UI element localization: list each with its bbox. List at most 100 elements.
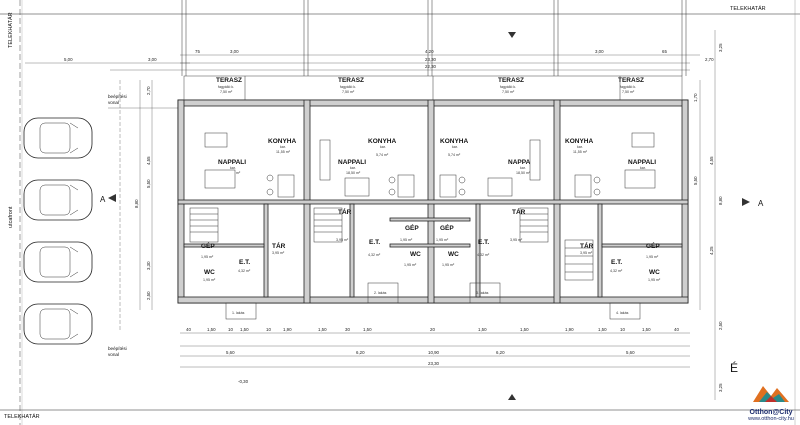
section-arrow-right-icon [742, 198, 750, 206]
tar-4-label: TÁR [580, 241, 594, 250]
logo-name-2: @City [772, 409, 793, 416]
terrace-2: TERASZ fagyálló k. 7,50 m² [338, 77, 364, 94]
gep-4-label: GÉP [646, 241, 660, 250]
dim-bottom-6: 1,90 [283, 327, 292, 332]
living-2-label: NAPPALI [338, 159, 366, 166]
car-2 [23, 179, 93, 221]
living-2-kar: kar. [350, 166, 356, 170]
wc-2-area: 1,95 m² [404, 263, 417, 267]
terrace-3-type: fagyálló k. [500, 85, 516, 89]
kitchen-1-area: 11,55 m² [276, 150, 291, 154]
telekhatar-top-right: TELEKHATÁR [730, 5, 766, 12]
dim-right-v6: 4,25 [709, 246, 714, 255]
terrace-strip [183, 75, 683, 101]
terrace-3-area: 7,50 m² [502, 90, 515, 94]
dim-right-top: 2,70 [705, 57, 714, 62]
dim-left-top-1: 5,00 [64, 57, 73, 62]
terrace-2-area: 7,50 m² [342, 90, 355, 94]
tar-1-area: 3,95 m² [272, 251, 285, 255]
utcafront-label: utcafront [8, 206, 14, 228]
gep-2-area: 1,95 m² [400, 238, 413, 242]
north-label: É [730, 360, 738, 375]
vonal-top: vonal [108, 100, 119, 105]
dim-bottom-15: 10 [620, 327, 625, 332]
dim-bottom-sub: 10,90 [428, 350, 440, 355]
entrances [225, 282, 641, 320]
dim-bottom-total: 23,30 [428, 361, 440, 366]
dim-bottom-17: 40 [674, 327, 679, 332]
gep-1-area: 1,95 m² [201, 255, 214, 259]
et-1-label: E.T. [239, 259, 250, 266]
wc-1-area: 1,95 m² [203, 278, 216, 282]
dim-bottom2-2: 6,20 [356, 350, 365, 355]
et-4-area: 4,32 m² [610, 269, 623, 273]
dim-right-v5: 8,80 [718, 196, 723, 205]
dim-top-total: 23,30 [425, 57, 437, 62]
kitchen-3-kar: kar. [452, 145, 458, 149]
dim-bottom-16: 1,50 [642, 327, 651, 332]
wc-3-label: WC [448, 251, 459, 258]
terrace-1-area: 7,50 m² [220, 90, 233, 94]
dim-top-300a: 3,00 [230, 49, 239, 54]
logo-name-1: Otthon [749, 409, 773, 416]
lakas-2-label: 2. lakás [374, 291, 387, 295]
lakas-3-label: 3. lakás [476, 291, 489, 295]
gep-3-area: 1,95 m² [436, 238, 449, 242]
terrace-1-label: TERASZ [216, 77, 242, 84]
furniture-unit-4 [574, 132, 656, 198]
dim-left-v4: 8,80 [134, 199, 139, 208]
terrace-1: TERASZ fagyálló k. 7,50 m² [216, 77, 242, 94]
telekhatar-bottom-left: TELEKHATÁR [4, 413, 40, 420]
kitchen-4-area: 11,55 m² [573, 150, 588, 154]
kitchen-4-kar: kar. [577, 145, 583, 149]
vonal-bottom: vonal [108, 352, 119, 357]
furniture-unit-2 [319, 139, 415, 198]
wc-4-label: WC [649, 269, 660, 276]
dim-bottom2-3: 6,20 [496, 350, 505, 355]
level-label: -0,30 [238, 379, 249, 384]
et-3-label: E.T. [478, 239, 489, 246]
living-3-kar: kar. [520, 166, 526, 170]
kitchen-2-label: KONYHA [368, 138, 396, 145]
beepitesi-bottom: beépítési [108, 346, 127, 351]
kitchen-4-label: KONYHA [565, 138, 593, 145]
dim-left-v2: 4,55 [146, 156, 151, 165]
section-a-left: A [100, 195, 106, 204]
tar-3-label: TÁR [512, 207, 526, 216]
logo-mountain-icon [753, 386, 789, 402]
dim-top-75: 75 [195, 49, 200, 54]
dim-bottom-1: 40 [186, 327, 191, 332]
tar-2-area: 3,95 m² [336, 238, 349, 242]
stairs-unit-1 [189, 207, 219, 243]
terrace-2-label: TERASZ [338, 77, 364, 84]
et-2-label: E.T. [369, 239, 380, 246]
section-arrow-left-icon [108, 194, 116, 202]
kitchen-3-label: KONYHA [440, 138, 468, 145]
dim-bottom-14: 1,50 [598, 327, 607, 332]
wc-2-label: WC [410, 251, 421, 258]
logo-url: www.otthon-city.hu [748, 416, 794, 422]
kitchen-2-area: 5,74 m² [376, 153, 389, 157]
tar-4-area: 3,95 m² [580, 251, 593, 255]
dim-right-v8: 3,25 [718, 383, 723, 392]
terrace-3: TERASZ fagyálló k. 7,50 m² [498, 77, 524, 94]
dim-bottom2-1: 5,60 [226, 350, 235, 355]
dim-bottom-8: 30 [345, 327, 350, 332]
et-1-area: 4,32 m² [238, 269, 251, 273]
section-arrow-bottom-icon [508, 394, 516, 400]
car-1 [23, 117, 93, 159]
car-3 [23, 241, 93, 283]
furniture-unit-3 [439, 139, 541, 198]
dim-right-v3: 4,55 [709, 156, 714, 165]
wc-1-label: WC [204, 269, 215, 276]
dim-bottom-13: 1,90 [565, 327, 574, 332]
living-3-area: 18,50 m² [516, 171, 531, 175]
lakas-4-label: 4. lakás [616, 311, 629, 315]
dim-bottom-2: 1,50 [207, 327, 216, 332]
stairs-unit-2 [313, 207, 343, 243]
terrace-3-label: TERASZ [498, 77, 524, 84]
kitchen-1-kar: kar. [280, 145, 286, 149]
dim-right-v4: 5,50 [693, 176, 698, 185]
kitchen-2-kar: kar. [380, 145, 386, 149]
wc-4-area: 1,95 m² [648, 278, 661, 282]
